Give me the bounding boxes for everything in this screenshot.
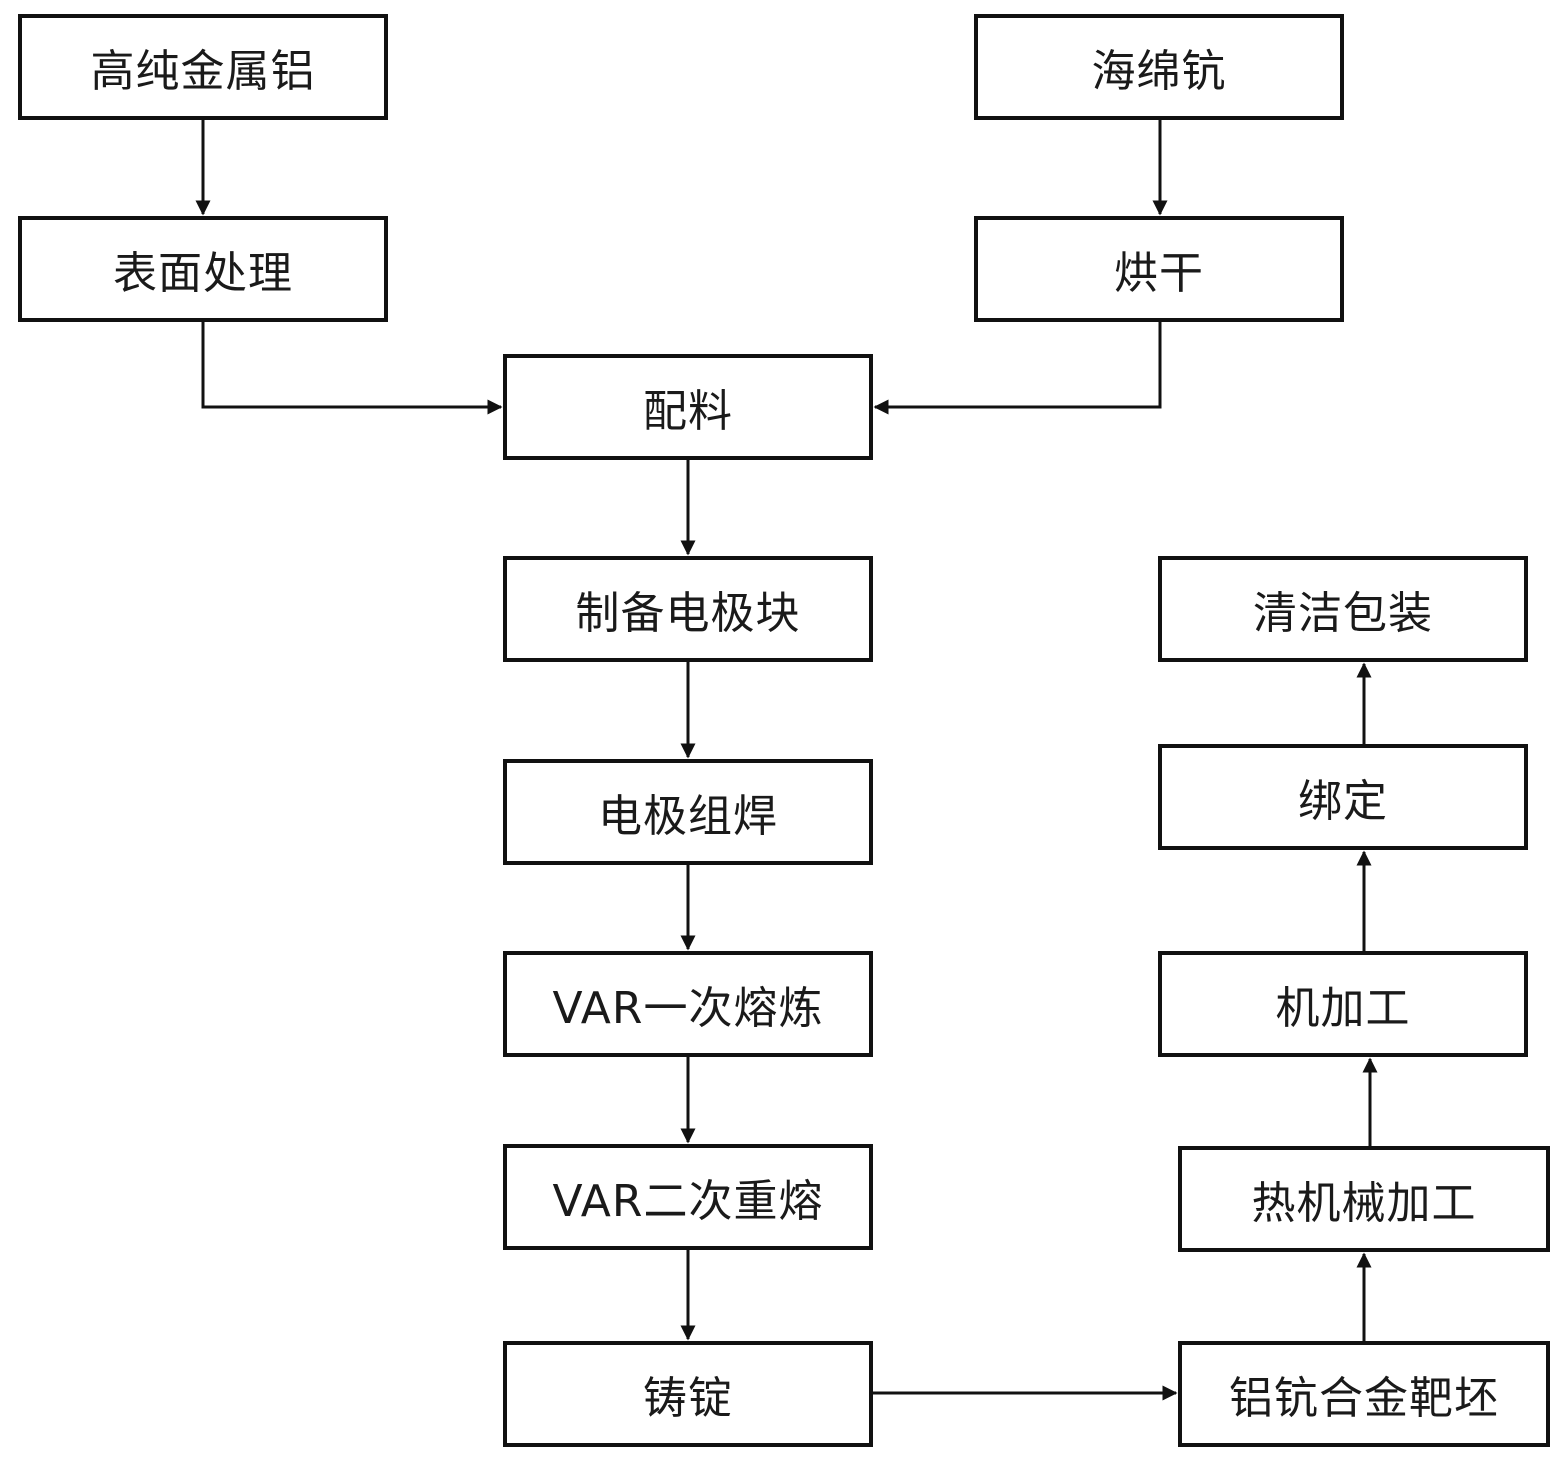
step-var-primary-melting: VAR一次熔炼	[503, 951, 873, 1057]
arrow-biaomian-to-peiliao	[201, 322, 503, 415]
step-surface-treatment: 表面处理	[18, 216, 388, 322]
step-electrode-welding: 电极组焊	[503, 759, 873, 865]
step-sponge-scandium: 海绵钪	[974, 14, 1344, 120]
step-machining: 机加工	[1158, 951, 1528, 1057]
step-var-secondary-remelting: VAR二次重熔	[503, 1144, 873, 1250]
arrow-honggan-to-peiliao	[873, 322, 1162, 415]
step-cleaning-packaging: 清洁包装	[1158, 556, 1528, 662]
step-high-purity-aluminum: 高纯金属铝	[18, 14, 388, 120]
step-drying: 烘干	[974, 216, 1344, 322]
step-ingot: 铸锭	[503, 1341, 873, 1447]
step-bonding: 绑定	[1158, 744, 1528, 850]
step-electrode-block-preparation: 制备电极块	[503, 556, 873, 662]
step-batching: 配料	[503, 354, 873, 460]
step-alsc-target-blank: 铝钪合金靶坯	[1178, 1341, 1550, 1447]
step-thermomechanical-processing: 热机械加工	[1178, 1146, 1550, 1252]
